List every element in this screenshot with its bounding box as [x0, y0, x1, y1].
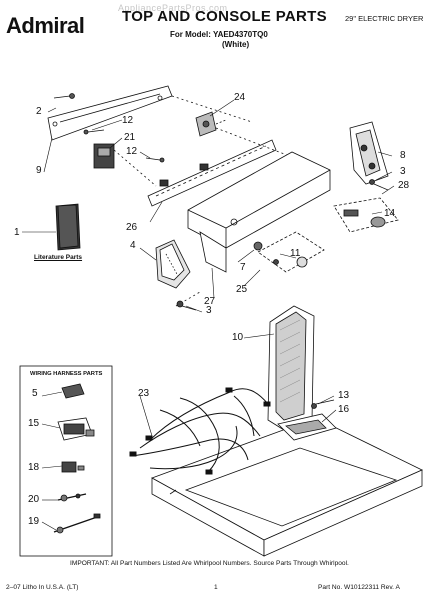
screw-part	[311, 399, 335, 409]
callout-23: 23	[138, 388, 150, 399]
callout-28: 28	[398, 180, 410, 191]
screw-part	[176, 300, 197, 311]
callout-21: 21	[124, 132, 136, 143]
callout-19: 19	[28, 516, 40, 527]
harness-box-title: WIRING HARNESS PARTS	[30, 371, 103, 377]
footer-note: IMPORTANT: All Part Numbers Listed Are W…	[70, 560, 349, 567]
callout-11: 11	[290, 248, 301, 259]
footer-page-number: 1	[214, 584, 218, 591]
wiring-harness	[129, 387, 271, 475]
timer-switch-part	[93, 143, 115, 169]
model-variant: (White)	[222, 40, 250, 49]
lint-screen	[267, 305, 315, 431]
callout-10: 10	[232, 332, 244, 343]
callout-26: 26	[126, 222, 138, 233]
callout-20: 20	[28, 494, 40, 505]
callout-12: 12	[126, 146, 138, 157]
callout-18: 18	[28, 462, 40, 473]
brand-logo: Admiral	[6, 13, 85, 38]
callout-14: 14	[384, 208, 396, 219]
literature-book	[55, 203, 81, 251]
callout-15: 15	[28, 418, 40, 429]
callout-24: 24	[234, 92, 246, 103]
callout-3: 3	[206, 305, 212, 316]
callout-9: 9	[36, 165, 42, 176]
console-bracket	[147, 139, 277, 207]
page-title: TOP AND CONSOLE PARTS	[122, 8, 327, 25]
leader-lines	[22, 99, 395, 531]
knob-group	[253, 231, 325, 273]
model-line: For Model: YAED4370TQ0	[170, 30, 268, 39]
screw-part	[53, 93, 75, 99]
footer-litho: 2–07 Litho In U.S.A. (LT)	[6, 584, 79, 591]
watermark: AppliancePartsPros.com	[118, 3, 228, 13]
harness-parts-box	[19, 365, 113, 557]
callout-3: 3	[400, 166, 406, 177]
callout-27: 27	[204, 296, 216, 307]
callout-1: 1	[14, 227, 20, 238]
callout-5: 5	[32, 388, 38, 399]
door-switch-group	[333, 197, 399, 233]
appliance-type: 29" ELECTRIC DRYER	[345, 14, 424, 23]
bracket-24	[195, 111, 227, 137]
end-cap	[155, 239, 191, 289]
dashed-guide-lines	[113, 95, 301, 307]
screw-part	[83, 129, 165, 163]
callout-8: 8	[400, 150, 406, 161]
console-back-panel	[47, 85, 173, 141]
callout-7: 7	[240, 262, 246, 273]
callout-13: 13	[338, 390, 350, 401]
screw-part	[369, 179, 389, 191]
literature-label: Literature Parts	[34, 254, 83, 261]
callout-16: 16	[338, 404, 350, 415]
callout-4: 4	[130, 240, 136, 251]
callout-2: 2	[36, 106, 42, 117]
callout-25: 25	[236, 284, 248, 295]
dryer-top	[151, 413, 423, 557]
console-top	[187, 151, 331, 273]
side-bracket	[349, 121, 389, 185]
footer-part-number: Part No. W10122311 Rev. A	[318, 584, 400, 591]
callout-12: 12	[122, 115, 134, 126]
